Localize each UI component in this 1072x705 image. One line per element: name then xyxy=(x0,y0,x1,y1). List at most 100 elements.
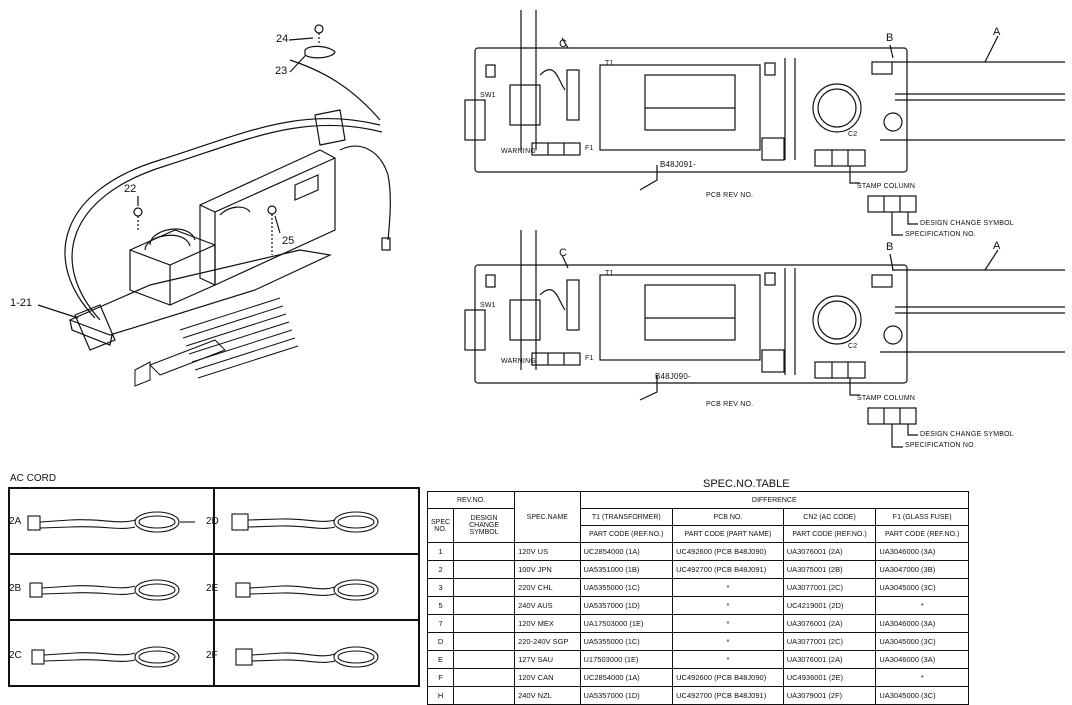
header-design-change: DESIGN CHANGE SYMBOL xyxy=(453,508,516,543)
header-pcb-no: PCB NO. xyxy=(672,508,784,526)
cell-design-change xyxy=(453,614,516,633)
callout-25: 25 xyxy=(282,235,295,247)
cell-t1: UC2854000 (1A) xyxy=(579,542,674,561)
cell-t1: UA5355000 (1C) xyxy=(579,578,674,597)
board-number-top: B48J091- xyxy=(660,160,696,169)
cell-cn2: UC4219001 (2D) xyxy=(782,596,877,615)
cell-t1: UA17503000 (1E) xyxy=(579,614,674,633)
cell-design-change xyxy=(453,560,516,579)
cell-cn2: UA3075001 (2B) xyxy=(782,560,877,579)
cord-id-2a: 2A xyxy=(9,516,22,527)
cell-pcb: UC492600 (PCB B48J090) xyxy=(672,668,784,687)
cell-cn2: UA3077001 (2C) xyxy=(782,578,877,597)
cell-cn2: UC4936001 (2E) xyxy=(782,668,877,687)
board-number-bottom: B48J090- xyxy=(655,372,691,381)
cell-f1: UA3046000 (3A) xyxy=(875,614,969,633)
cell-spec-no: 3 xyxy=(426,578,455,597)
cord-id-2d: 2D xyxy=(206,516,219,527)
label-c-top: C xyxy=(559,38,567,50)
sw1-label-bottom: SW1 xyxy=(480,302,496,309)
cell-spec-no: F xyxy=(426,668,455,687)
ac-cord-title: AC CORD xyxy=(10,473,57,484)
header-cn2-sub: PART CODE (REF.NO.) xyxy=(782,525,877,543)
cord-id-2f: 2F xyxy=(206,650,218,661)
warning-label-top: WARNING xyxy=(501,148,536,155)
callout-22: 22 xyxy=(124,183,137,195)
c2-label-top: C2 xyxy=(848,131,858,138)
cell-spec-name: 127V SAU xyxy=(514,650,581,669)
cell-spec-no: E xyxy=(426,650,455,669)
cell-spec-no: 7 xyxy=(426,614,455,633)
cell-spec-name: 120V CAN xyxy=(514,668,581,687)
pcb-rev-no-top: PCB REV NO. xyxy=(706,192,754,199)
f1-label-top: F1 xyxy=(585,145,594,152)
cell-spec-no: 5 xyxy=(426,596,455,615)
cell-design-change xyxy=(453,578,516,597)
cord-cell-2b xyxy=(9,554,214,620)
cell-pcb: * xyxy=(672,614,784,633)
cell-spec-no: 1 xyxy=(426,542,455,561)
header-t1-sub: PART CODE (REF.NO.) xyxy=(579,525,674,543)
cell-t1: UA5357000 (1D) xyxy=(579,596,674,615)
ac-cord-panel xyxy=(8,487,420,687)
cell-t1: UC2854000 (1A) xyxy=(579,668,674,687)
sw1-label-top: SW1 xyxy=(480,92,496,99)
cell-f1: UA3046000 (3A) xyxy=(875,650,969,669)
design-change-symbol-bottom: DESIGN CHANGE SYMBOL xyxy=(920,431,1014,438)
t1-label-top: T1 xyxy=(605,60,614,67)
cell-f1: UA3046000 (3A) xyxy=(875,542,969,561)
stamp-column-top: STAMP COLUMN xyxy=(857,183,916,190)
table-row: 5 240V AUS UA5357000 (1D) * UC4219001 (2… xyxy=(426,596,969,615)
f1-label-bottom: F1 xyxy=(585,355,594,362)
cord-cell-2f xyxy=(214,620,419,686)
cell-pcb: UC492700 (PCB B48J091) xyxy=(672,560,784,579)
cell-t1: UA5355000 (1C) xyxy=(579,632,674,651)
cord-cell-2c xyxy=(9,620,214,686)
specification-no-top: SPECIFICATION NO. xyxy=(905,231,976,238)
cell-t1: UA5351000 (1B) xyxy=(579,560,674,579)
header-pcb-sub: PART CODE (PART NAME) xyxy=(672,525,784,543)
t1-label-bottom: T1 xyxy=(605,270,614,277)
table-row: F 120V CAN UC2854000 (1A) UC492600 (PCB … xyxy=(426,668,969,687)
cell-spec-no: D xyxy=(426,632,455,651)
spec-table-title: SPEC.NO.TABLE xyxy=(703,478,790,490)
cell-design-change xyxy=(453,596,516,615)
cell-pcb: UC492600 (PCB B48J090) xyxy=(672,542,784,561)
cell-pcb: * xyxy=(672,632,784,651)
table-row: H 240V NZL UA5357000 (1D) UC492700 (PCB … xyxy=(426,686,969,705)
table-row: 7 120V MEX UA17503000 (1E) * UA3076001 (… xyxy=(426,614,969,633)
cord-id-2e: 2E xyxy=(206,583,219,594)
cell-spec-no: 2 xyxy=(426,560,455,579)
cord-cell-2a xyxy=(9,488,214,554)
cell-f1: UA3045000 (3C) xyxy=(875,632,969,651)
callout-23: 23 xyxy=(275,65,288,77)
cell-design-change xyxy=(453,668,516,687)
header-cn2: CN2 (AC CODE) xyxy=(782,508,877,526)
cell-design-change xyxy=(453,650,516,669)
cell-spec-name: 120V MEX xyxy=(514,614,581,633)
stamp-column-bottom: STAMP COLUMN xyxy=(857,395,916,402)
pcb-bottom xyxy=(464,230,1065,448)
design-change-symbol-top: DESIGN CHANGE SYMBOL xyxy=(920,220,1014,227)
label-b-bottom: B xyxy=(886,241,894,253)
cell-design-change xyxy=(453,632,516,651)
cell-design-change xyxy=(453,542,516,561)
cell-spec-name: 100V JPN xyxy=(514,560,581,579)
cell-pcb: * xyxy=(672,596,784,615)
cell-cn2: UA3076001 (2A) xyxy=(782,542,877,561)
spec-table: REV.NO. SPEC.NAME DIFFERENCE SPEC NO. DE… xyxy=(426,491,970,705)
header-rev-no: REV.NO. xyxy=(426,491,516,509)
c2-label-bottom: C2 xyxy=(848,343,858,350)
cell-f1: UA3047000 (3B) xyxy=(875,560,969,579)
pcb-top xyxy=(464,10,1065,236)
label-a-bottom: A xyxy=(993,240,1001,252)
cell-f1: * xyxy=(875,596,969,615)
warning-label-bottom: WARNING xyxy=(501,358,536,365)
cell-pcb: * xyxy=(672,650,784,669)
header-difference: DIFFERENCE xyxy=(579,491,970,509)
header-spec-name: SPEC.NAME xyxy=(514,491,581,543)
cell-t1: U17503000 (1E) xyxy=(579,650,674,669)
cell-spec-name: 220V CHL xyxy=(514,578,581,597)
table-row: E 127V SAU U17503000 (1E) * UA3076001 (2… xyxy=(426,650,969,669)
